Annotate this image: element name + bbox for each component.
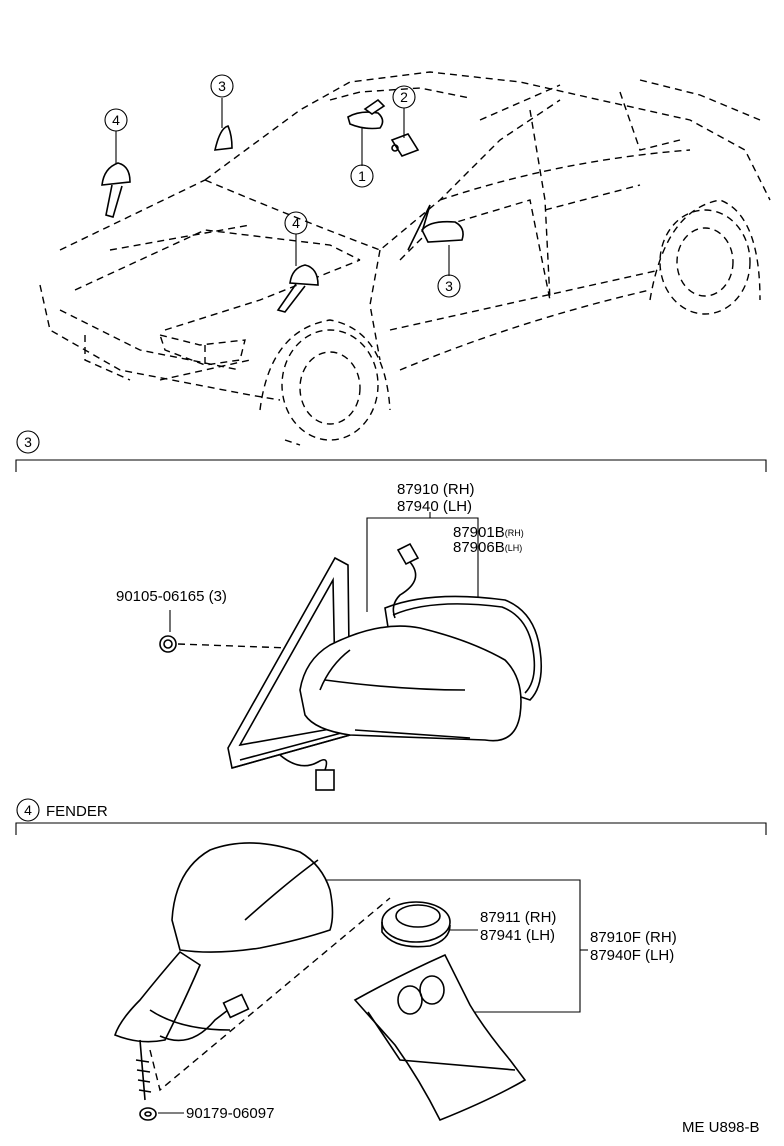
section-3-leaders xyxy=(169,512,479,649)
callout-leaders xyxy=(115,98,450,276)
section-4-leaders xyxy=(149,879,588,1114)
section-4-header: 4 FENDER xyxy=(15,798,767,835)
callout-2-label: 2 xyxy=(400,89,408,105)
callout-4-right: 4 xyxy=(284,211,308,235)
label-87940-lh: 87940 (LH) xyxy=(397,498,472,515)
section-4-number: 4 xyxy=(24,802,32,818)
callout-1-label: 1 xyxy=(358,168,366,184)
car-illustration xyxy=(39,71,771,446)
label-87940f-lh: 87940F (LH) xyxy=(590,947,674,964)
label-bolt-90179: 90179-06097 xyxy=(186,1105,274,1122)
label-87910f-rh: 87910F (RH) xyxy=(590,929,677,946)
section-4-labels: 87911 (RH) 87941 (LH) 87910F (RH) 87940F… xyxy=(186,909,760,1136)
callout-4-left: 4 xyxy=(104,108,128,132)
footer-code: ME U898-B xyxy=(682,1119,760,1136)
fender-mirror-drawing xyxy=(114,842,527,1122)
callout-4-right-label: 4 xyxy=(292,215,300,231)
label-87906b: 87906B(LH) xyxy=(453,539,522,556)
label-87911-rh: 87911 (RH) xyxy=(480,909,556,926)
callout-3-left-label: 3 xyxy=(218,78,226,94)
section-4-title: FENDER xyxy=(46,803,108,820)
label-screw-90105: 90105-06165 (3) xyxy=(116,588,227,605)
callout-3-right: 3 xyxy=(437,274,461,298)
callout-4-left-label: 4 xyxy=(112,112,120,128)
label-87910-rh: 87910 (RH) xyxy=(397,481,475,498)
section-3-labels: 87910 (RH) 87940 (LH) 87901B(RH) 87906B(… xyxy=(116,481,524,605)
door-mirror-drawing xyxy=(159,542,543,791)
callout-2: 2 xyxy=(392,85,416,109)
label-87941-lh: 87941 (LH) xyxy=(480,927,555,944)
section-3-header: 3 xyxy=(15,430,767,472)
label-87901b: 87901B(RH) xyxy=(453,524,524,541)
callout-1: 1 xyxy=(350,164,374,188)
callout-3-right-label: 3 xyxy=(445,278,453,294)
callout-3-left: 3 xyxy=(210,74,234,98)
section-3-number: 3 xyxy=(24,434,32,450)
